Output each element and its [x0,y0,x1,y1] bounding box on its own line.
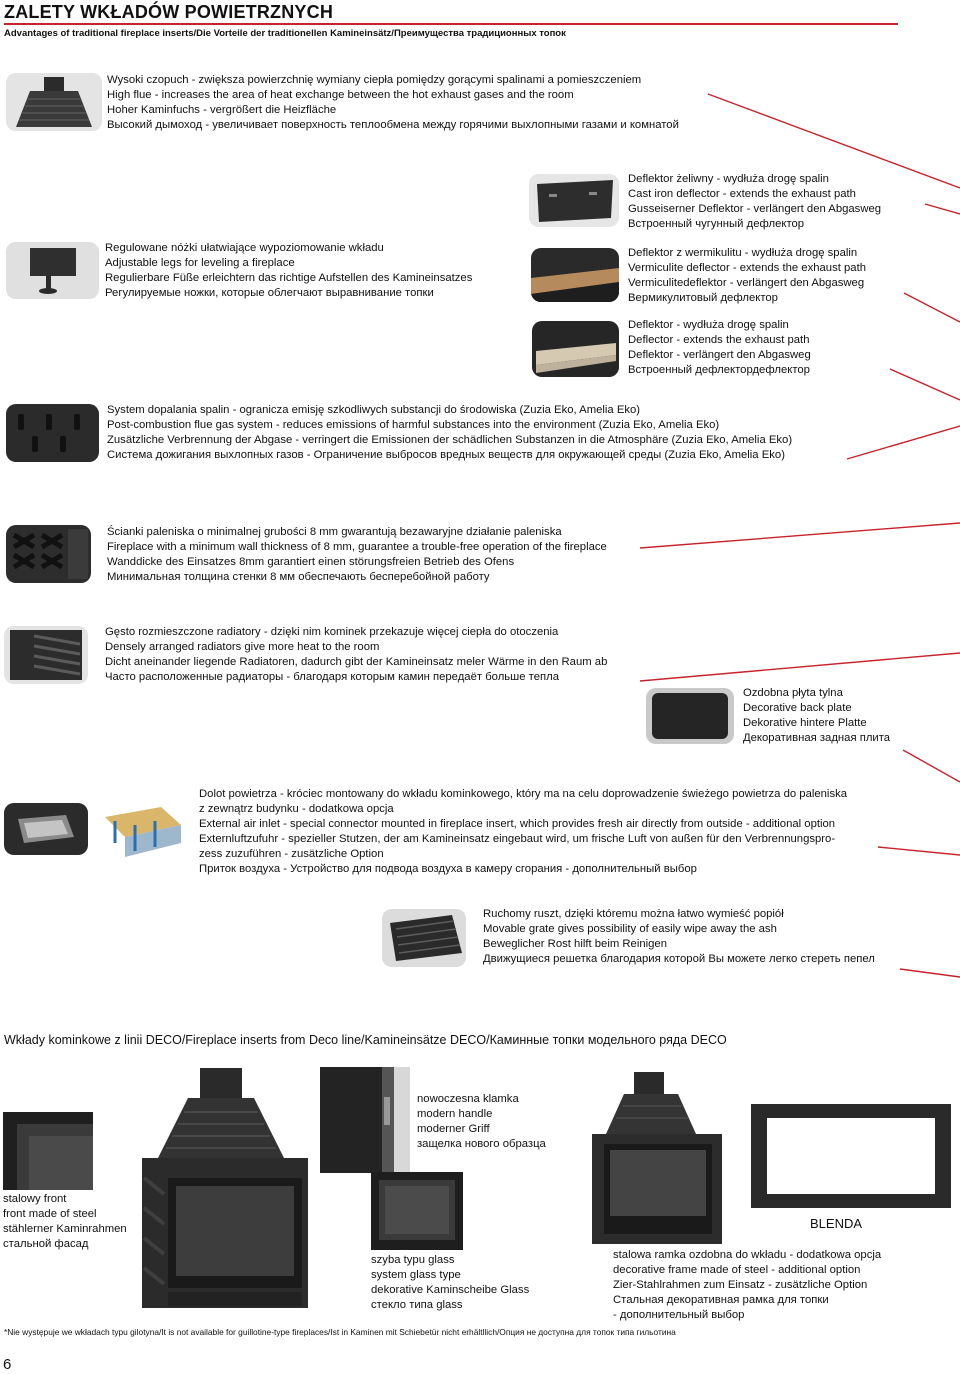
blenda-label: BLENDA [810,1216,863,1231]
deflector-text: Deflektor - wydłuża drogę spalin Deflect… [628,319,811,377]
steel-front-text: stalowy front front made of steel stähle… [3,1193,127,1251]
framed-fireplace-photo [578,1072,724,1248]
flue-photo [6,73,102,131]
cast-deflector-text: Deflektor żeliwny - wydłuża drogę spalin… [628,173,882,231]
vermiculite-deflector-photo [531,248,619,302]
postcombustion-photo [6,404,99,462]
radiators-text: Gęsto rozmieszczone radiatory - dzięki n… [105,626,608,684]
frame-text: stalowa ramka ozdobna do wkładu - dodatk… [613,1249,882,1322]
page-number: 6 [3,1356,12,1373]
handle-text: nowoczesna klamka modern handle moderner… [417,1093,546,1151]
grate-text: Ruchomy ruszt, dzięki któremu można łatw… [483,908,875,966]
glass-text: szyba typu glass system glass type dekor… [371,1254,530,1312]
backplate-text: Ozdobna płyta tylna Decorative back plat… [743,687,891,745]
grate-photo [382,909,466,967]
legs-text: Regulowane nóżki ułatwiające wypoziomowa… [105,242,473,300]
air-inlet-diagram [101,803,185,863]
flue-text: Wysoki czopuch - zwiększa powierzchnię w… [107,74,679,132]
page-title: ZALETY WKŁADÓW POWIETRZNYCH [4,2,334,22]
backplate-photo [646,688,734,744]
walls-text: Ścianki paleniska o minimalnej grubości … [107,526,607,584]
title-rule [4,23,898,25]
cast-deflector-photo [529,174,619,227]
footnote: *Nie występuje we wkładach typu gilotyna… [4,1327,676,1337]
page-subtitle: Advantages of traditional fireplace inse… [4,28,566,39]
radiators-photo [4,626,88,684]
legs-photo [6,242,99,299]
deco-heading: Wkłady kominkowe z linii DECO/Fireplace … [4,1033,727,1047]
blenda-frame-photo [747,1100,957,1212]
handle-photo [320,1067,410,1173]
air-inlet-text: Dolot powietrza - króciec montowany do w… [199,788,848,876]
vermiculite-deflector-text: Deflektor z wermikulitu - wydłuża drogę … [628,247,866,305]
postcombustion-text: System dopalania spalin - ogranicza emis… [107,404,793,462]
air-inlet-photo [4,803,88,855]
steel-front-photo [3,1112,93,1190]
glass-door-photo [371,1172,463,1250]
walls-photo [6,525,91,583]
deco-fireplace-photo [118,1068,324,1324]
deflector-photo [532,321,619,377]
